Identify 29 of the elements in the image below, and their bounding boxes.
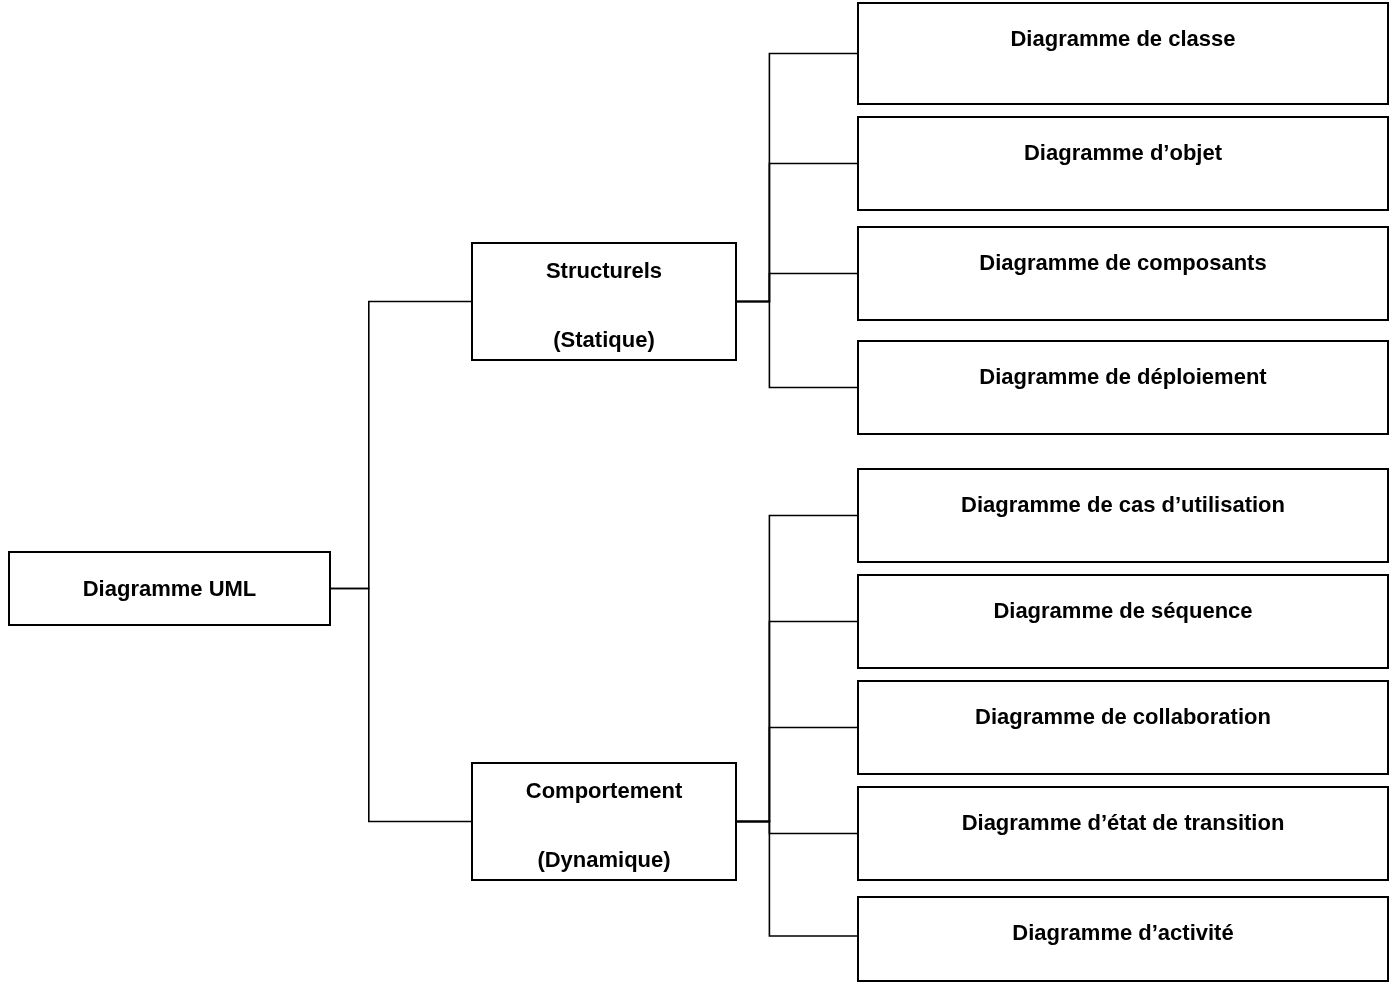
diagram-box [857, 226, 1389, 321]
diagram-box [857, 116, 1389, 211]
diagram-box [471, 762, 737, 881]
diagram-box [857, 340, 1389, 435]
box-label: Comportement [525, 778, 683, 804]
diagram-box [857, 786, 1389, 881]
diagram-box [857, 468, 1389, 563]
diagram-box [8, 551, 331, 626]
box-label: Diagramme d’activité [1012, 920, 1234, 946]
box-label: Diagramme d’objet [1023, 140, 1222, 166]
box-label: Diagramme de collaboration [975, 704, 1271, 730]
diagram-box [471, 242, 737, 361]
diagram-box [857, 2, 1389, 105]
box-label: Diagramme de composants [979, 250, 1267, 276]
diagram-box [857, 574, 1389, 669]
connector-line [330, 587, 472, 823]
box-label: Structurels [545, 258, 663, 284]
connector-line [736, 820, 858, 937]
box-label: Diagramme de séquence [993, 598, 1253, 624]
diagram-box [857, 680, 1389, 775]
connector-line [736, 300, 858, 389]
diagram-box [857, 896, 1389, 982]
box-label: (Statique) [553, 327, 655, 353]
box-label: Diagramme UML [82, 575, 257, 602]
box-label: Diagramme de classe [1010, 26, 1236, 52]
box-label: Diagramme de cas d’utilisation [961, 492, 1285, 518]
box-label: (Dynamique) [537, 847, 671, 873]
box-label: Diagramme de déploiement [979, 364, 1267, 390]
box-label: Diagramme d’état de transition [961, 810, 1285, 836]
